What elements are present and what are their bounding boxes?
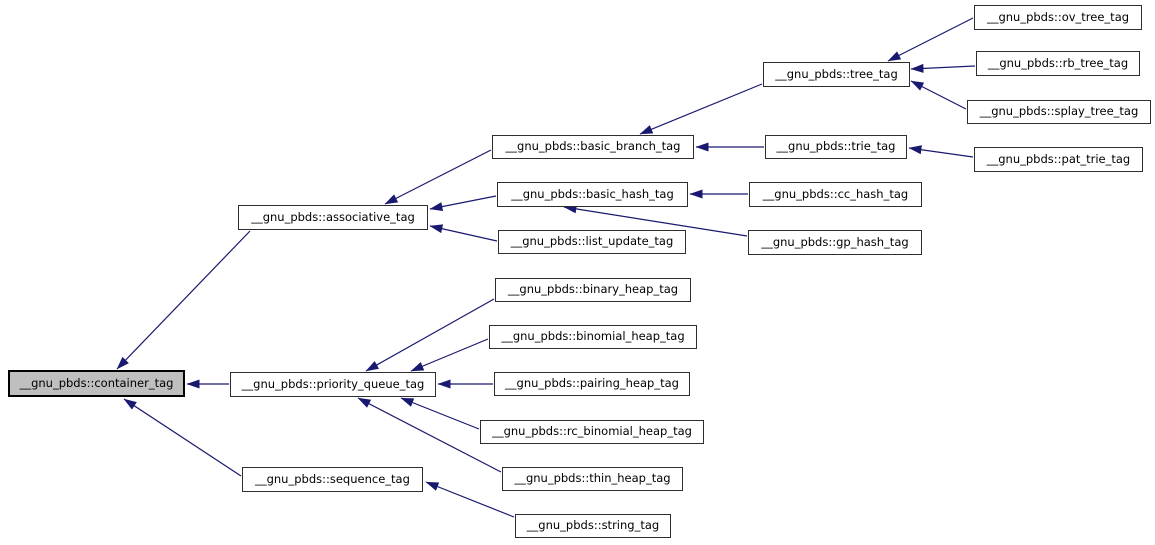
node-binomial-heap-tag[interactable]: __gnu_pbds::binomial_heap_tag — [489, 325, 697, 349]
node-splay-tree-tag[interactable]: __gnu_pbds::splay_tree_tag — [967, 100, 1151, 124]
node-gp-hash-tag[interactable]: __gnu_pbds::gp_hash_tag — [748, 230, 922, 255]
edge-string-to-sequence — [425, 481, 515, 518]
edge-list-update-to-associative — [429, 224, 498, 242]
node-list-update-tag[interactable]: __gnu_pbds::list_update_tag — [498, 230, 686, 254]
node-trie-tag[interactable]: __gnu_pbds::trie_tag — [765, 135, 907, 159]
edge-associative-to-container — [116, 230, 251, 370]
node-pat-trie-tag[interactable]: __gnu_pbds::pat_trie_tag — [974, 147, 1143, 172]
node-binary-heap-tag[interactable]: __gnu_pbds::binary_heap_tag — [495, 278, 691, 302]
node-basic-branch-tag[interactable]: __gnu_pbds::basic_branch_tag — [492, 135, 694, 159]
node-associative-tag[interactable]: __gnu_pbds::associative_tag — [238, 205, 428, 230]
node-string-tag[interactable]: __gnu_pbds::string_tag — [515, 514, 671, 538]
edge-ov-tree-to-tree — [887, 17, 974, 62]
edge-sequence-to-container — [123, 398, 242, 477]
edge-rc-binomial-to-priority-queue — [400, 397, 480, 430]
node-priority-queue-tag[interactable]: __gnu_pbds::priority_queue_tag — [230, 372, 436, 397]
node-rc-binomial-heap-tag[interactable]: __gnu_pbds::rc_binomial_heap_tag — [480, 420, 704, 444]
edge-binomial-heap-to-priority-queue — [410, 338, 489, 372]
node-rb-tree-tag[interactable]: __gnu_pbds::rb_tree_tag — [976, 51, 1140, 76]
edge-rb-tree-to-tree — [910, 63, 976, 73]
edge-basic-hash-to-associative — [429, 195, 497, 211]
node-tree-tag[interactable]: __gnu_pbds::tree_tag — [763, 62, 910, 87]
node-pairing-heap-tag[interactable]: __gnu_pbds::pairing_heap_tag — [494, 372, 690, 396]
node-basic-hash-tag[interactable]: __gnu_pbds::basic_hash_tag — [497, 182, 688, 207]
node-cc-hash-tag[interactable]: __gnu_pbds::cc_hash_tag — [749, 182, 922, 207]
node-thin-heap-tag[interactable]: __gnu_pbds::thin_heap_tag — [502, 467, 683, 491]
edge-pat-trie-to-trie — [908, 145, 974, 158]
edge-binary-heap-to-priority-queue — [365, 298, 495, 372]
edge-tree-to-basic-branch — [639, 83, 763, 135]
edge-basic-branch-to-associative — [384, 149, 492, 205]
node-ov-tree-tag[interactable]: __gnu_pbds::ov_tree_tag — [974, 5, 1142, 30]
node-container-tag[interactable]: __gnu_pbds::container_tag — [8, 370, 185, 397]
edge-splay-tree-to-tree — [910, 80, 967, 110]
node-sequence-tag[interactable]: __gnu_pbds::sequence_tag — [242, 467, 423, 492]
